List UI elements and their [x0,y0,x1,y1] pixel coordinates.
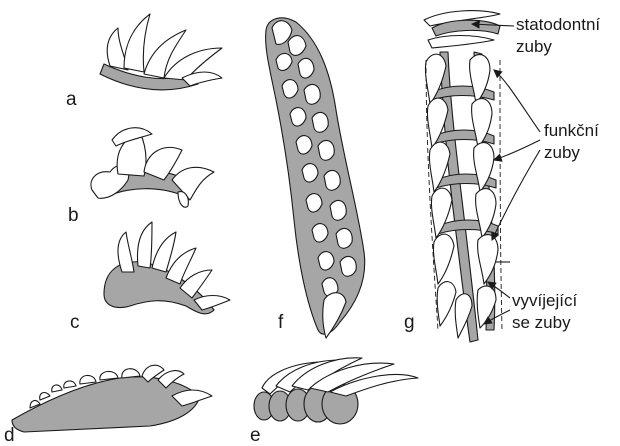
panel-c-drawing [104,222,230,314]
panel-g-drawing [424,11,510,342]
panel-label-e: e [250,426,261,445]
panel-label-c: c [70,313,80,332]
annotation-developing-teeth: vyvíjející se zuby [512,290,577,334]
arrow-functional-3 [492,150,540,240]
panel-label-b: b [68,206,79,225]
panel-a-drawing [100,14,222,90]
panel-f-drawing [266,18,365,338]
annotation-stationary-line1: statodontní [516,14,600,36]
panel-label-d: d [4,426,15,445]
arrow-functional-1 [494,70,540,132]
panel-e-drawing [254,358,418,424]
panel-b-drawing [91,128,214,207]
panel-d-drawing [12,365,212,432]
panel-label-g: g [404,313,415,332]
annotation-functional-line2: zuby [544,142,599,164]
panel-label-a: a [66,90,77,109]
annotation-functional-teeth: funkční zuby [544,120,599,164]
annotation-developing-line1: vyvíjející [512,290,577,312]
annotation-functional-line1: funkční [544,120,599,142]
arrow-functional-2 [494,140,540,160]
annotation-developing-line2: se zuby [512,312,577,334]
annotation-stationary-teeth: statodontní zuby [516,14,600,58]
annotation-stationary-line2: zuby [516,36,600,58]
panel-label-f: f [278,313,283,332]
